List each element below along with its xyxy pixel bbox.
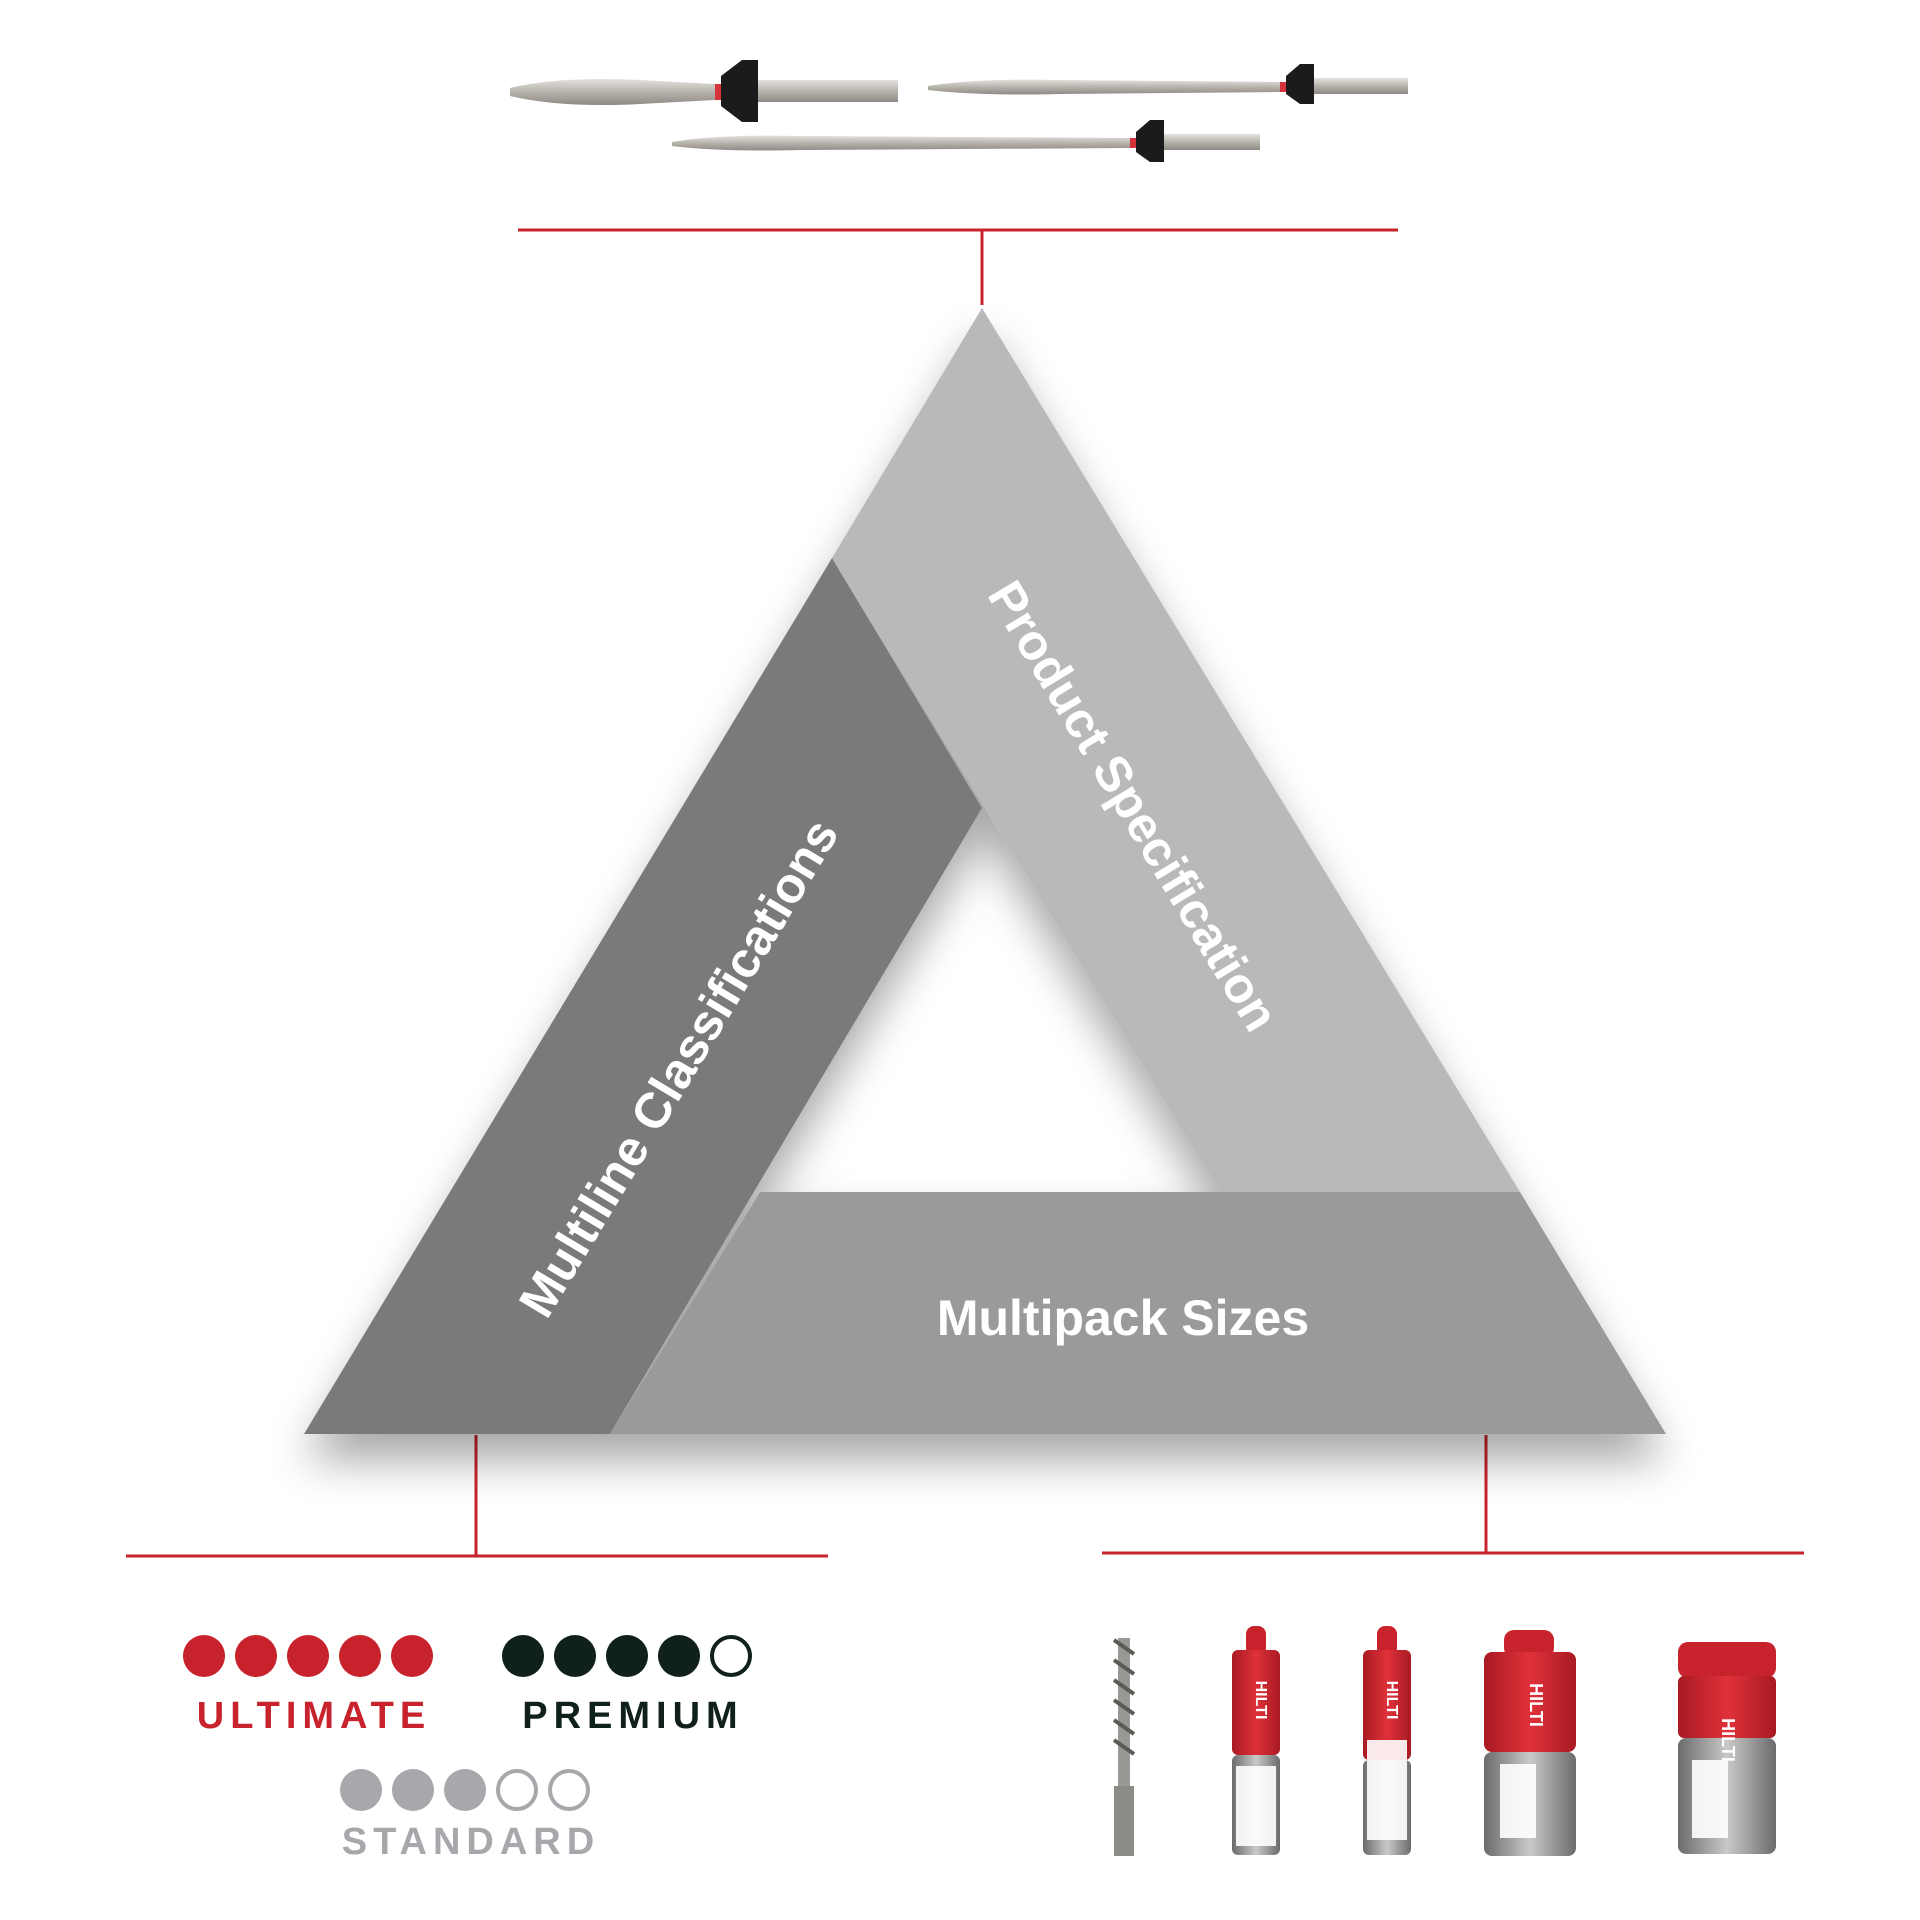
hilti-brand-text: HILTI: [1526, 1683, 1546, 1727]
rating-dot-empty: [710, 1635, 752, 1677]
slim-tube-pack-icon: HILTI: [1232, 1626, 1280, 1855]
rating-dot-empty: [496, 1769, 538, 1811]
ultimate-rating-dots: [183, 1635, 433, 1677]
connector-lines: [126, 228, 1804, 1558]
large-canister-pack-icon: HILTI: [1678, 1642, 1776, 1854]
rating-dot-filled: [340, 1769, 382, 1811]
hilti-brand-text: HILTI: [1252, 1681, 1269, 1720]
rating-dot-filled: [339, 1635, 381, 1677]
premium-label: PREMIUM: [522, 1695, 743, 1737]
premium-rating-dots: [502, 1635, 752, 1677]
top-products: [510, 60, 1408, 162]
rating-dot-filled: [554, 1635, 596, 1677]
rating-dot-filled: [444, 1769, 486, 1811]
triangle-side-right: [832, 308, 1520, 1192]
long-pointed-chisel-icon: [672, 120, 1260, 162]
classification-legend: ULTIMATE PREMIUM STANDARD: [183, 1635, 752, 1863]
rating-dot-filled: [502, 1635, 544, 1677]
triangle-side-left: [304, 558, 982, 1434]
hilti-brand-text: HILTI: [1383, 1681, 1400, 1720]
slim-tube-pack-icon: HILTI: [1363, 1626, 1411, 1855]
rating-dot-filled: [287, 1635, 329, 1677]
triangle-side-bottom: [610, 1192, 1666, 1434]
hilti-brand-text: HILTI: [1718, 1718, 1738, 1762]
medium-canister-pack-icon: HILTI: [1484, 1630, 1576, 1856]
pointed-chisel-with-guard-icon: [510, 60, 898, 122]
rating-dot-filled: [391, 1635, 433, 1677]
pack-sizes: HILTI HILTI HILTI HILTI: [1112, 1626, 1776, 1856]
single-drill-bit-icon: [1112, 1638, 1136, 1856]
long-pointed-chisel-icon: [928, 64, 1408, 104]
label-multipack-sizes: Multipack Sizes: [937, 1290, 1309, 1346]
rating-dot-filled: [658, 1635, 700, 1677]
standard-rating-dots: [340, 1769, 590, 1811]
rating-dot-empty: [548, 1769, 590, 1811]
impossible-triangle: [304, 308, 1666, 1434]
rating-dot-filled: [392, 1769, 434, 1811]
rating-dot-filled: [183, 1635, 225, 1677]
standard-label: STANDARD: [342, 1821, 600, 1863]
ultimate-label: ULTIMATE: [197, 1695, 431, 1737]
rating-dot-filled: [235, 1635, 277, 1677]
rating-dot-filled: [606, 1635, 648, 1677]
